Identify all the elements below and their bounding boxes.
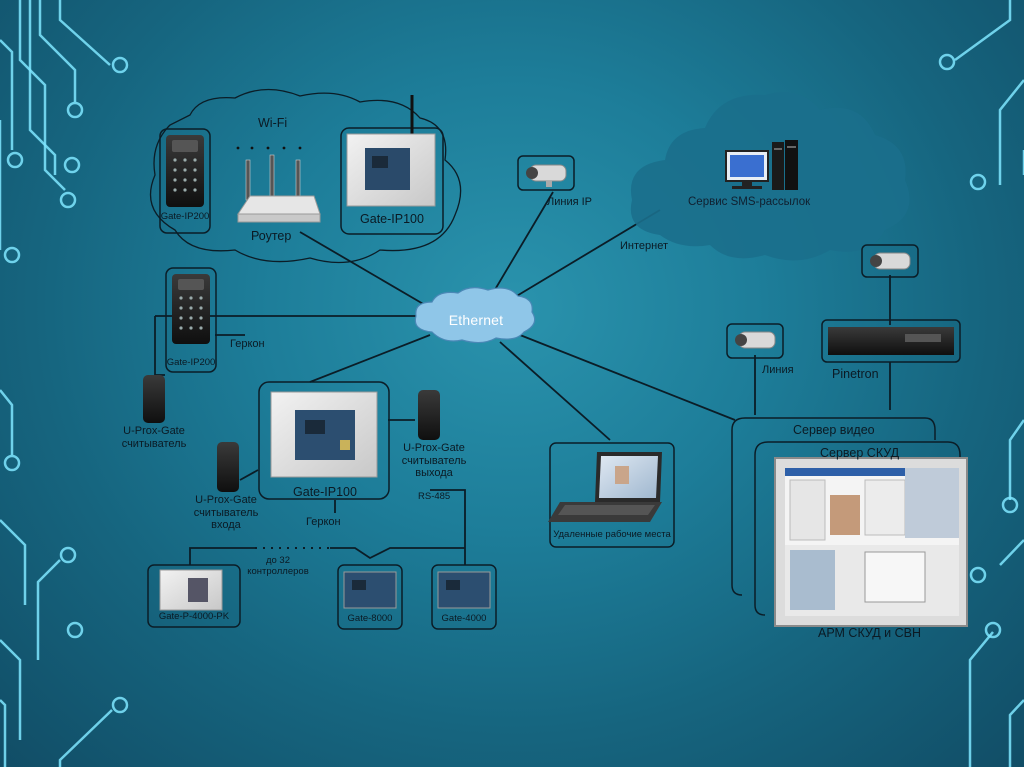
- server-video-label: Сервер видео: [793, 423, 875, 437]
- gate-p4000-label: Gate-P-4000-PK: [158, 611, 230, 622]
- gate-4000-label: Gate-4000: [441, 613, 487, 624]
- wifi-label: Wi-Fi: [258, 116, 288, 130]
- uprox-entry-line: U-Prox-Gate считыватель входа: [193, 494, 259, 532]
- camera-linia-graphic: [726, 323, 784, 359]
- server-computer-graphic: [725, 140, 798, 190]
- gate-4000-graphic: [431, 564, 497, 630]
- server-skud-label: Сервер СКУД: [820, 446, 900, 460]
- wifi-group-cloud: [149, 88, 462, 264]
- router-label: Роутер: [251, 229, 292, 243]
- camera-top-right-graphic: [861, 244, 919, 278]
- reader-left-graphic: [143, 375, 165, 423]
- rs485-label: RS-485: [418, 491, 451, 502]
- gate-ip100-mid-label: Gate-IP100: [293, 485, 357, 499]
- gate-ip100-top-label: Gate-IP100: [360, 212, 424, 226]
- linia-ip-label: Линия IP: [547, 196, 592, 208]
- gate-8000-label: Gate-8000: [347, 613, 393, 624]
- internet-label: Интернет: [620, 240, 668, 252]
- uprox-exit-line: U-Prox-Gate считыватель выхода: [401, 442, 467, 480]
- pinetron-label: Pinetron: [832, 367, 879, 381]
- gate-ip100-top-graphic: [340, 95, 444, 235]
- uprox-reader-label: U-Prox-Gate считыватель: [112, 425, 196, 450]
- laptop-graphic: [548, 442, 675, 548]
- arm-screen-graphic: [774, 457, 968, 627]
- router-graphic: [236, 146, 321, 223]
- reader-exit-graphic: [418, 390, 440, 440]
- gate-ip200-top-label: Gate-IP200: [160, 211, 210, 222]
- camera-ip-graphic: [517, 155, 575, 191]
- ethernet-label: Ethernet: [448, 312, 504, 328]
- gate-ip200-mid-graphic: [165, 267, 217, 373]
- uprox-reader-line: U-Prox-Gate считыватель: [121, 425, 187, 450]
- ethernet-cloud-shape: [414, 287, 536, 344]
- linia-label: Линия: [762, 364, 794, 376]
- gate-ip200-mid-label: Gate-IP200: [166, 357, 216, 368]
- arm-label: АРМ СКУД и СВН: [818, 626, 922, 640]
- remote-workplaces-label: Удаленные рабочие места: [553, 529, 671, 540]
- gerkon-top-label: Геркон: [230, 338, 265, 350]
- pinetron-graphic: [821, 319, 961, 363]
- gerkon-bottom-label: Геркон: [306, 516, 341, 528]
- reader-entry-graphic: [217, 442, 239, 492]
- uprox-exit-label: U-Prox-Gate считыватель выхода: [394, 442, 474, 480]
- up-to-32-label: до 32 контроллеров: [238, 555, 318, 578]
- up-to-32-line: до 32 контроллеров: [247, 555, 309, 577]
- gate-ip100-mid-graphic: [258, 381, 390, 500]
- uprox-entry-label: U-Prox-Gate считыватель входа: [186, 494, 266, 532]
- gate-p4000-graphic: [147, 564, 241, 628]
- gate-8000-graphic: [337, 564, 403, 630]
- sms-cloud-shape: [630, 92, 910, 261]
- gate-ip200-top-graphic: [159, 128, 211, 234]
- sms-service-label: Сервис SMS-рассылок: [688, 196, 811, 208]
